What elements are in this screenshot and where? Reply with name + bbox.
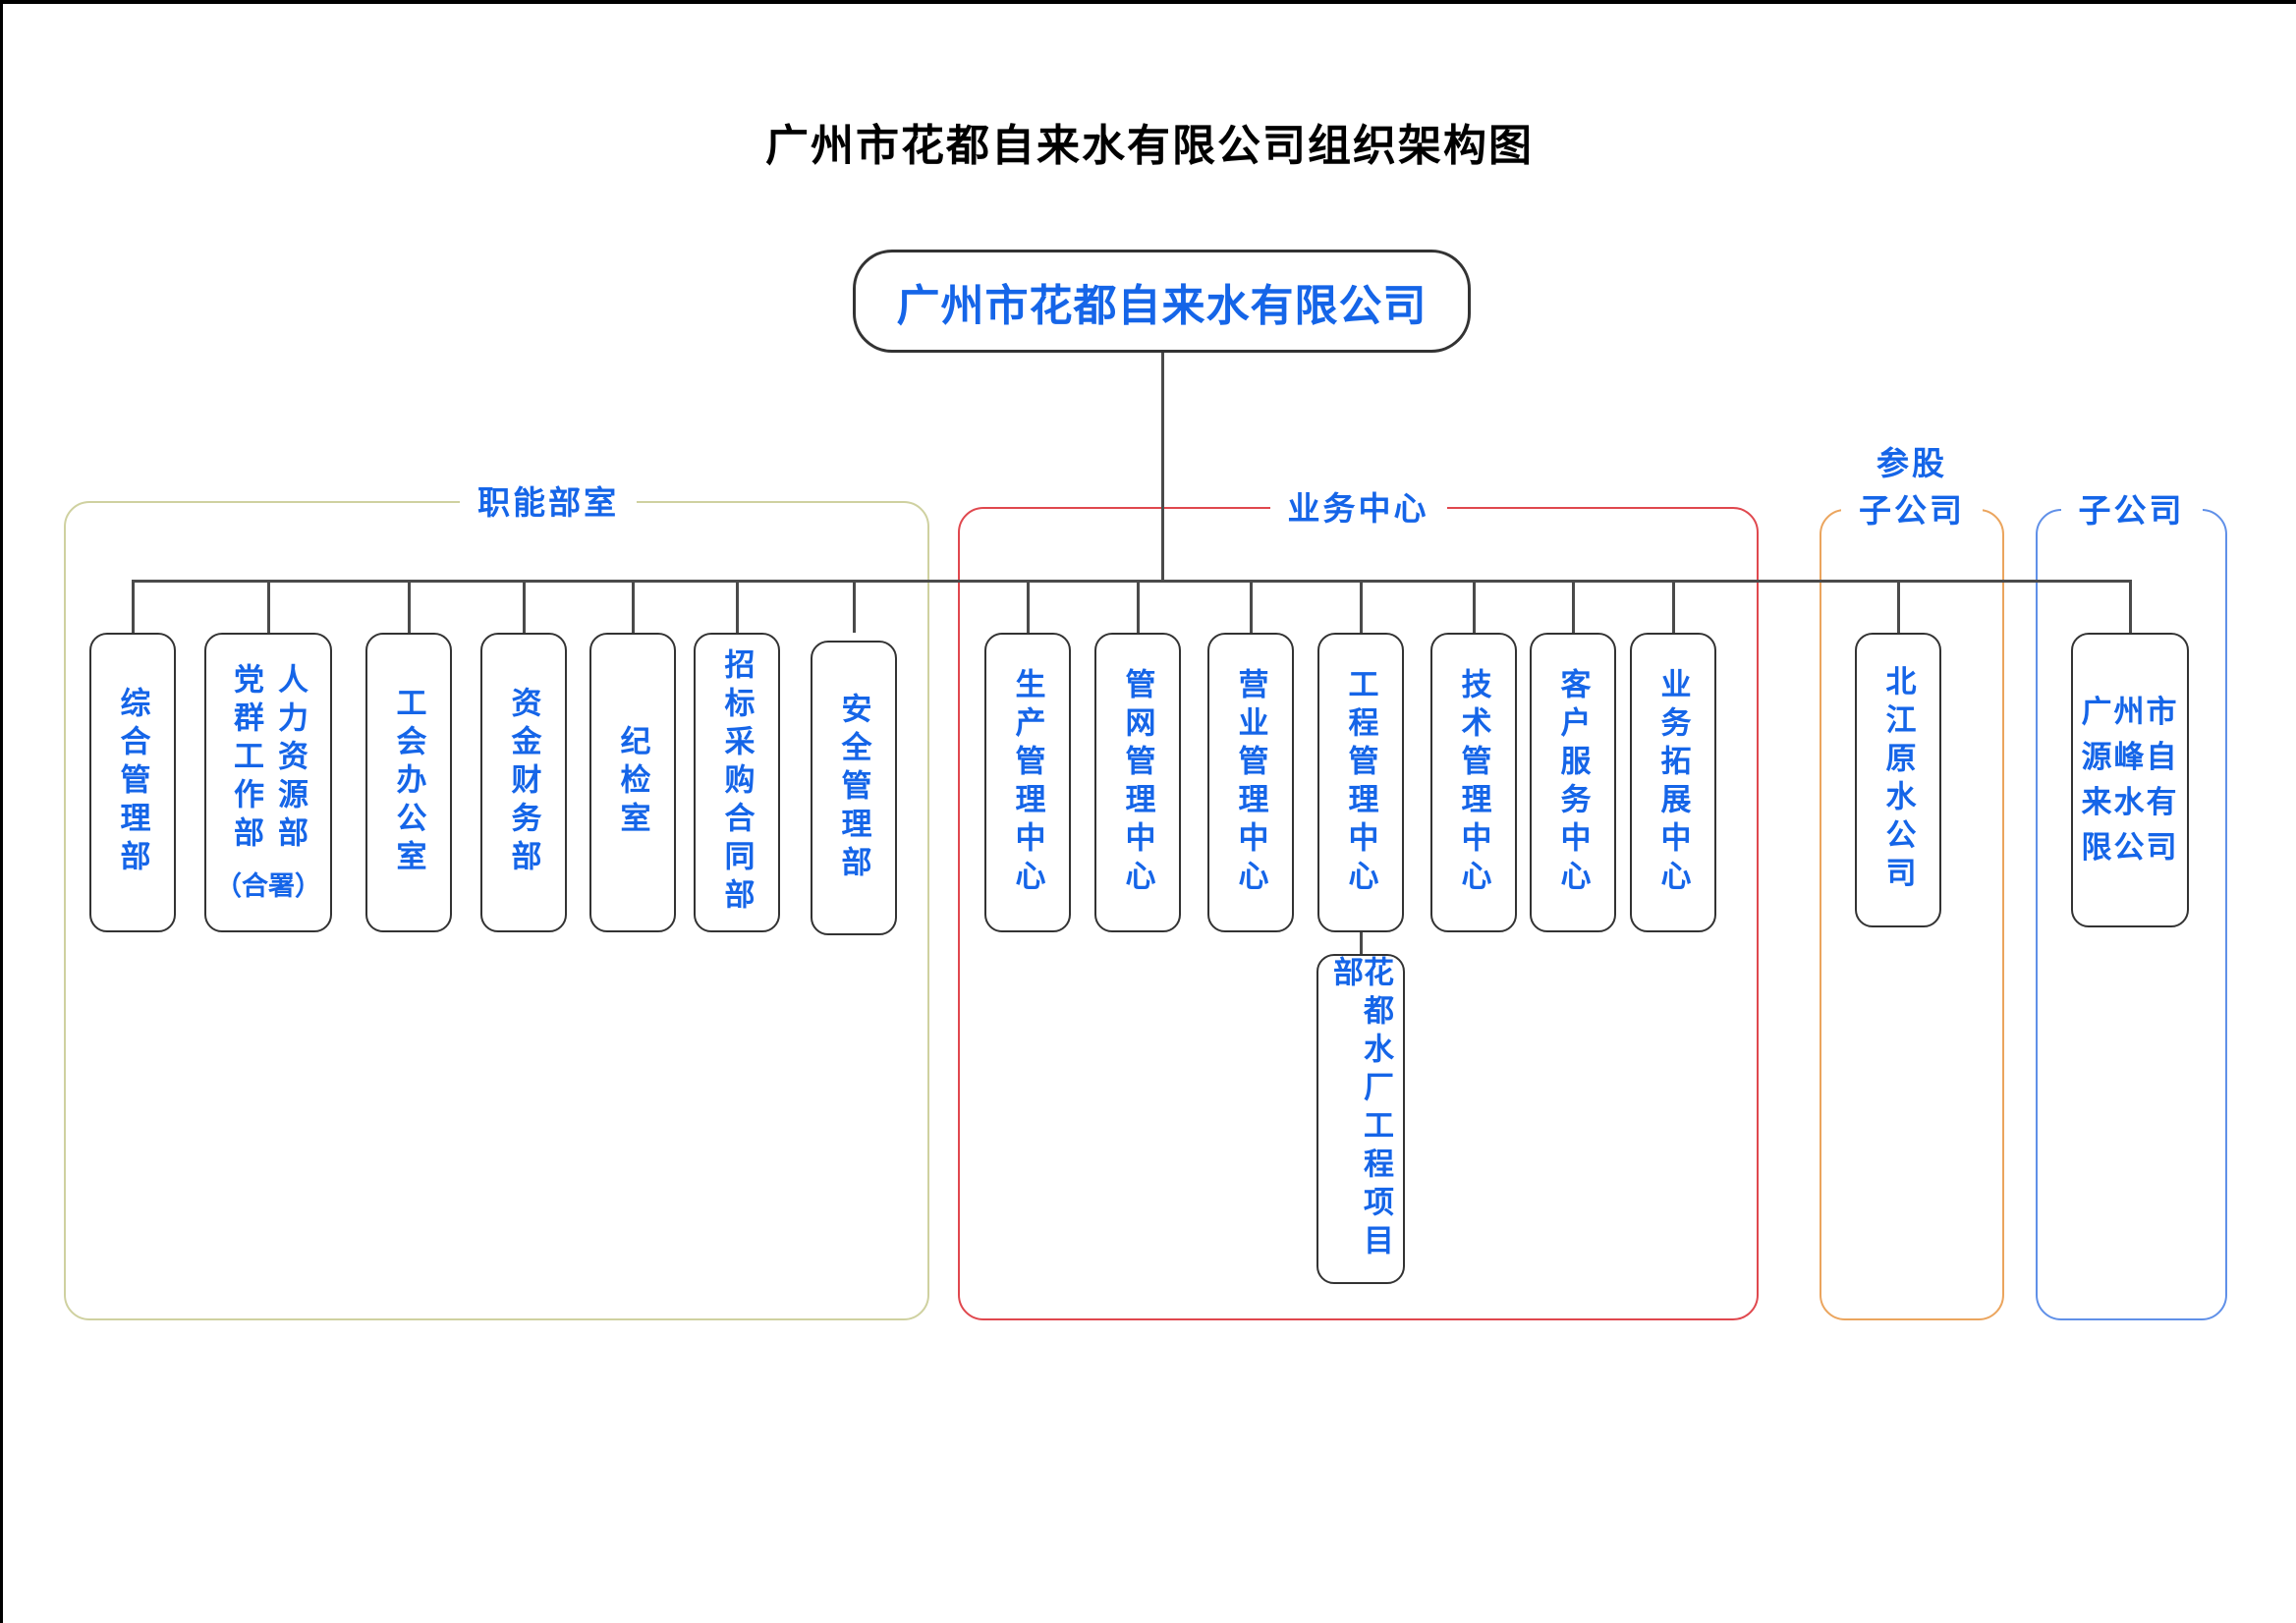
dept-label: 技术管理中心 (1456, 667, 1491, 898)
connector-drop (523, 582, 526, 633)
center-box-pipeline-network: 管网管理中心 (1094, 633, 1181, 932)
group-subsidiaries: 子公司 (2036, 487, 2227, 1320)
dept-label: 业务拓展中心 (1655, 667, 1691, 898)
group-functional-departments: 职能部室 (64, 479, 929, 1320)
connector-drop (1672, 582, 1675, 633)
dept-label-line: 来水有 (2081, 785, 2179, 819)
dept-box-party-hr: 党群工作部 人力资源部 （合署） (204, 633, 332, 932)
center-box-customer-service: 客户服务中心 (1530, 633, 1616, 932)
dept-box-bidding-procurement-contract: 招标采购合同部 (694, 633, 780, 932)
connector-elbow-drop (2129, 582, 2132, 633)
dept-box-labor-union-office: 工会办公室 (365, 633, 452, 932)
dept-label: 综合管理部 (115, 687, 150, 878)
connector-drop (1473, 582, 1476, 633)
connector-drop (132, 582, 135, 633)
connector-drop (1027, 582, 1030, 633)
center-box-business-operation: 营业管理中心 (1207, 633, 1294, 932)
connector-drop (736, 582, 739, 633)
center-box-technology: 技术管理中心 (1430, 633, 1517, 932)
center-box-engineering: 工程管理中心 (1317, 633, 1404, 932)
sub-box-huadu-waterworks-project: 花都水厂工程项目部 (1316, 954, 1405, 1284)
dept-label-col-hr: 人力资源部 (273, 662, 308, 855)
dept-box-discipline-inspection: 纪检室 (589, 633, 676, 932)
group-label-subsidiary: 子公司 (2060, 487, 2203, 534)
dept-label-line: 源峰自 (2081, 740, 2179, 774)
connector-child-link (1360, 932, 1363, 954)
dept-label-line: 限公司 (2081, 830, 2179, 865)
dept-label: 纪检室 (615, 725, 650, 840)
connector-drop (1360, 582, 1363, 633)
dept-label-multiline: 广州市 源峰自 来水有 限公司 (2082, 690, 2179, 870)
dept-label: 花都水厂工程项目部 (1328, 956, 1393, 1262)
dept-label: 招标采购合同部 (719, 648, 755, 917)
connector-drop (1250, 582, 1253, 633)
group-business-centers: 业务中心 (958, 485, 1759, 1320)
connector-drop (267, 582, 270, 633)
dept-label-columns: 党群工作部 人力资源部 (229, 662, 308, 855)
dept-label: 工会办公室 (391, 687, 426, 878)
dept-label: 北江原水公司 (1880, 665, 1916, 895)
dept-box-finance: 资金财务部 (480, 633, 567, 932)
group-label-functional: 职能部室 (460, 479, 638, 527)
connector-bus (132, 580, 2132, 583)
connector-drop (1897, 582, 1900, 633)
dept-box-general-admin: 综合管理部 (89, 633, 176, 932)
center-box-business-development: 业务拓展中心 (1630, 633, 1716, 932)
dept-box-safety-management: 安全管理部 (811, 641, 897, 935)
dept-label: 客户服务中心 (1555, 667, 1591, 898)
company-box-yuanfeng-water: 广州市 源峰自 来水有 限公司 (2071, 633, 2189, 927)
connector-drop (853, 582, 856, 633)
group-invested-subsidiaries: 参股 子公司 (1820, 440, 2004, 1320)
dept-label: 工程管理中心 (1343, 667, 1378, 898)
center-box-production: 生产管理中心 (984, 633, 1071, 932)
dept-label: 安全管理部 (836, 692, 871, 884)
root-company-label: 广州市花都自来水有限公司 (896, 281, 1428, 330)
connector-drop (1137, 582, 1140, 633)
company-box-beijiang-raw-water: 北江原水公司 (1855, 633, 1941, 927)
dept-label: 营业管理中心 (1233, 667, 1268, 898)
connector-drop (632, 582, 635, 633)
root-company-node: 广州市花都自来水有限公司 (853, 250, 1471, 353)
dept-label-joint-suffix: （合署） (215, 870, 321, 901)
dept-label: 资金财务部 (506, 687, 541, 878)
dept-label: 管网管理中心 (1120, 667, 1155, 898)
connector-drop (1572, 582, 1575, 633)
group-label-invested-line1: 参股 (1876, 445, 1947, 481)
page-title: 广州市花都自来水有限公司组织架构图 (765, 122, 1534, 170)
connector-drop (408, 582, 411, 633)
dept-label-line: 广州市 (2081, 695, 2179, 729)
dept-label-col-party: 党群工作部 (229, 662, 263, 855)
group-label-invested-line2: 子公司 (1859, 492, 1965, 529)
group-label-invested: 参股 子公司 (1841, 440, 1983, 534)
dept-label: 生产管理中心 (1010, 667, 1045, 898)
connector-root-drop (1161, 353, 1164, 582)
group-label-business: 业务中心 (1269, 485, 1447, 532)
